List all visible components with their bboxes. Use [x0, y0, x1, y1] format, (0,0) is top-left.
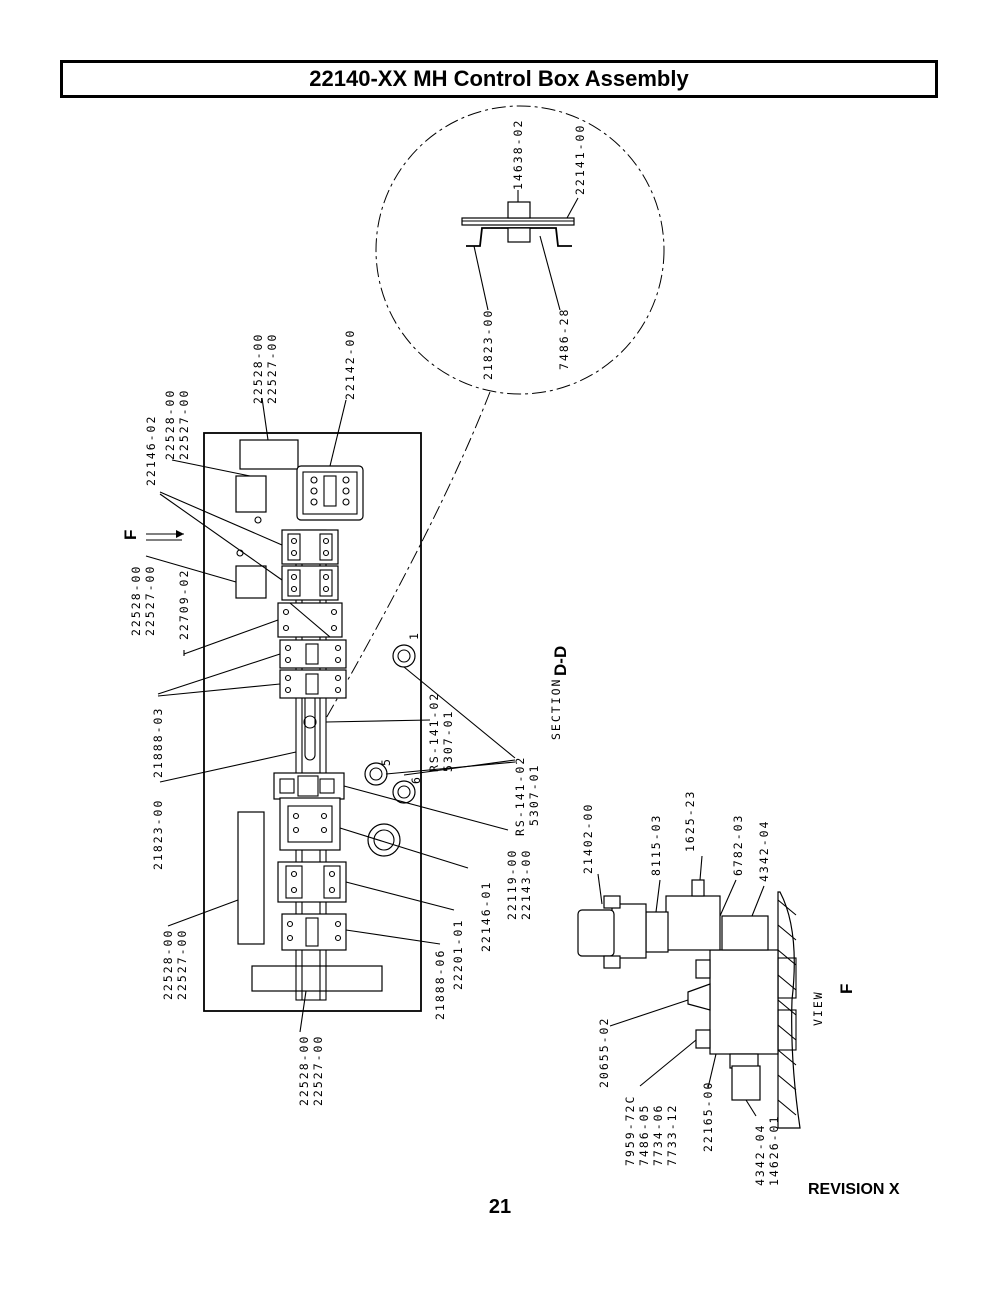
label-20655-02: 20655-02 — [597, 1017, 611, 1088]
detail-label-22141-00: 22141-00 — [573, 124, 587, 195]
nut — [507, 227, 531, 243]
view-f-arrow-label: F — [121, 530, 140, 540]
power-supply-22142 — [296, 465, 364, 521]
label-7734-06: 7734-06 — [651, 1104, 665, 1166]
label-8115-03: 8115-03 — [649, 814, 663, 876]
breaker-21888-06[interactable] — [281, 913, 347, 951]
solenoid-valve[interactable] — [721, 915, 769, 951]
label-22528-00-bottom: 22528-00 — [297, 1035, 311, 1106]
label-22146-02: 22146-02 — [144, 415, 158, 486]
label-5307-01-a: 5307-01 — [441, 710, 455, 772]
label-rs-141-02-b: RS-141-02 — [513, 756, 527, 836]
label-sticker-upper — [235, 475, 267, 513]
relay-22146-01[interactable] — [277, 861, 347, 903]
section-name: D-D — [551, 646, 570, 676]
label-21888-06: 21888-06 — [433, 949, 447, 1020]
conduit-hub[interactable] — [367, 823, 401, 857]
page-title: 22140-XX MH Control Box Assembly — [309, 66, 689, 91]
hole — [254, 516, 262, 524]
label-21402-00: 21402-00 — [581, 803, 595, 874]
label-22528-00-lower: 22528-00 — [161, 929, 175, 1000]
revision-label: REVISION X — [808, 1181, 900, 1198]
detail-label-14638-02: 14638-02 — [511, 119, 525, 190]
label-num-5: 5 — [379, 757, 393, 766]
control-panel: F 22528-00 22527-00 22142-00 22146-02 22… — [121, 329, 570, 1106]
view-prefix: VIEW — [811, 990, 825, 1026]
cord-grip-1[interactable] — [392, 644, 416, 668]
relay-22146-02-a[interactable] — [281, 529, 339, 565]
label-21823-00: 21823-00 — [151, 799, 165, 870]
label-rs-141-02-a: RS-141-02 — [427, 692, 441, 772]
label-22528-00-mid: 22528-00 — [129, 565, 143, 636]
section-detail: 14638-02 22141-00 21823-00 7486-28 — [324, 105, 665, 721]
transformer-22119[interactable] — [279, 797, 341, 851]
label-22146-01: 22146-01 — [479, 881, 493, 952]
cord-grip-6[interactable] — [392, 780, 416, 804]
label-22709-02: 22709-02 — [177, 569, 191, 640]
valve-assembly-view: VIEW F 21402-00 8115-03 1625-23 6782-03 … — [577, 790, 856, 1186]
screw-head — [507, 201, 531, 219]
label-num-6: 6 — [409, 775, 423, 784]
manifold-block — [709, 949, 779, 1055]
valve-body[interactable] — [665, 895, 721, 951]
label-5307-01-b: 5307-01 — [527, 764, 541, 826]
end-stop-clamp[interactable] — [273, 772, 345, 800]
detail-label-21823-00: 21823-00 — [481, 309, 495, 380]
page-number: 21 — [488, 1196, 512, 1218]
view-name: F — [837, 984, 856, 994]
label-22528-00-upper: 22528-00 — [163, 389, 177, 460]
detail-leader-curve — [324, 391, 491, 721]
breaker-21888-03-b[interactable] — [279, 669, 347, 699]
label-22119-00: 22119-00 — [505, 849, 519, 920]
detail-circle — [375, 105, 665, 395]
label-22527-00-upper: 22527-00 — [177, 389, 191, 460]
label-7486-05: 7486-05 — [637, 1104, 651, 1166]
bottom-fitting[interactable] — [731, 1065, 761, 1101]
label-7733-12: 7733-12 — [665, 1104, 679, 1166]
label-6782-03: 6782-03 — [731, 814, 745, 876]
label-14626-01: 14626-01 — [767, 1115, 781, 1186]
label-22527-00-bottom: 22527-00 — [311, 1035, 325, 1106]
contactor-22709-02[interactable] — [277, 602, 343, 638]
label-sticker-bottom — [251, 965, 383, 992]
regulator[interactable] — [611, 903, 647, 959]
detail-label-7486-28: 7486-28 — [557, 308, 571, 370]
label-21888-03: 21888-03 — [151, 707, 165, 778]
label-22142-00: 22142-00 — [343, 329, 357, 400]
label-7959-72c: 7959-72C — [623, 1095, 637, 1166]
label-22527-00-mid: 22527-00 — [143, 565, 157, 636]
label-4342-04-a: 4342-04 — [757, 820, 771, 882]
label-22143-00: 22143-00 — [519, 849, 533, 920]
label-1625-23: 1625-23 — [683, 790, 697, 852]
nozzle[interactable] — [687, 983, 711, 1011]
label-22527-00-lower: 22527-00 — [175, 929, 189, 1000]
relay-22146-02-b[interactable] — [281, 565, 339, 601]
label-sticker-mid — [235, 565, 267, 599]
label-4342-04-b: 4342-04 — [753, 1124, 767, 1186]
label-22528-00-top: 22528-00 — [251, 333, 265, 404]
label-sticker-lower — [237, 811, 265, 945]
title-box: 22140-XX MH Control Box Assembly — [60, 60, 938, 98]
label-22527-00-top: 22527-00 — [265, 333, 279, 404]
panel-outline — [203, 432, 422, 1012]
breaker-21888-03-a[interactable] — [279, 639, 347, 669]
label-22165-00: 22165-00 — [701, 1081, 715, 1152]
section-prefix: SECTION — [549, 678, 563, 740]
label-num-1: 1 — [407, 631, 421, 640]
label-sticker-top — [239, 439, 299, 470]
rail-slot — [304, 689, 316, 761]
label-22201-01: 22201-01 — [451, 919, 465, 990]
coupling[interactable] — [645, 911, 669, 953]
